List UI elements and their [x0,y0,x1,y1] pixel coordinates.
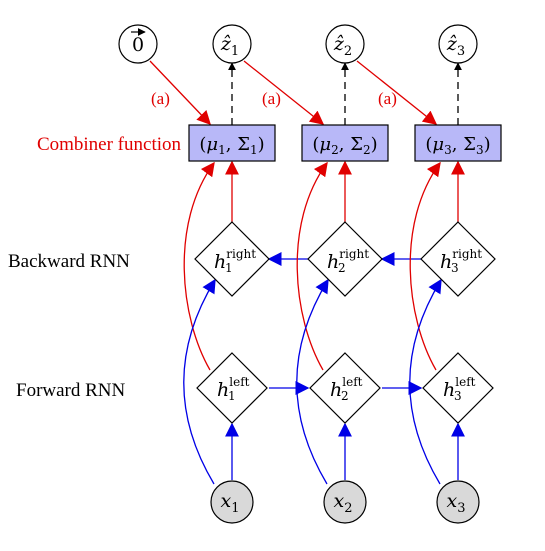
forward-rnn-node-3 [422,352,494,424]
edge-x-to-backward-1 [183,278,216,485]
forward-rnn-node-label-1: hleft [217,375,250,401]
combiner-box-3 [414,124,502,162]
forward-rnn-node-2 [309,352,381,424]
forward-rnn-node-sub-3: 3 [454,389,462,403]
forward-rnn-node-1 [196,352,268,424]
forward-rnn-node-sub-1: 1 [228,389,236,403]
backward-rnn-node-1 [194,221,270,297]
x-node-2 [323,480,367,524]
combiner-box-label-3: (μ3, Σ3) [425,134,490,157]
zero-node [118,24,158,64]
x-node-3 [436,480,480,524]
z-node-label-1: ẑ1 [220,33,239,59]
backward-rnn-node-label-3: hright [440,247,482,273]
backward-rnn-node-3 [420,221,496,297]
combiner-box-2 [301,124,389,162]
forward-rnn-label: Forward RNN [16,380,126,401]
forward-rnn-node-label-2: hleft [330,375,363,401]
x-node-label-2: x2 [334,490,353,516]
edge-forward-to-combiner-1 [183,161,215,371]
annotation-a-3: (a) [378,89,397,108]
edge-x-to-backward-3 [409,278,442,485]
forward-rnn-node-sub-2: 2 [341,389,349,403]
z-node-label-2: ẑ2 [333,33,352,59]
backward-rnn-node-2 [307,221,383,297]
z-node-1 [212,24,252,64]
edge-a-3 [356,60,438,125]
backward-rnn-label: Backward RNN [8,251,130,272]
x-node-1 [210,480,254,524]
z-node-label-3: ẑ3 [446,33,465,59]
x-node-label-3: x3 [447,490,466,516]
backward-rnn-node-sub-1: 1 [225,261,233,275]
forward-rnn-node-label-3: hleft [443,375,476,401]
combiner-box-label-2: (μ2, Σ2) [312,134,377,157]
zero-vector-label: 0 [132,34,144,56]
x-node-label-1: x1 [221,490,240,516]
combiner-function-label: Combiner function [37,134,182,155]
edge-a-2 [243,60,325,125]
backward-rnn-node-sub-3: 3 [451,261,459,275]
combiner-box-label-1: (μ1, Σ1) [199,134,264,157]
edge-x-to-backward-2 [296,278,329,485]
z-node-2 [325,24,365,64]
combiner-box-1 [188,124,276,162]
annotation-a-2: (a) [262,89,281,108]
backward-rnn-node-sub-2: 2 [338,261,346,275]
z-node-3 [438,24,478,64]
backward-rnn-node-label-2: hright [327,247,369,273]
edge-forward-to-combiner-3 [409,161,441,371]
annotation-a-1: (a) [151,89,170,108]
backward-rnn-node-label-1: hright [214,247,256,273]
edge-a-1 [149,60,211,126]
edge-forward-to-combiner-2 [296,161,328,371]
edges: (a) (a) (a) [149,60,465,485]
